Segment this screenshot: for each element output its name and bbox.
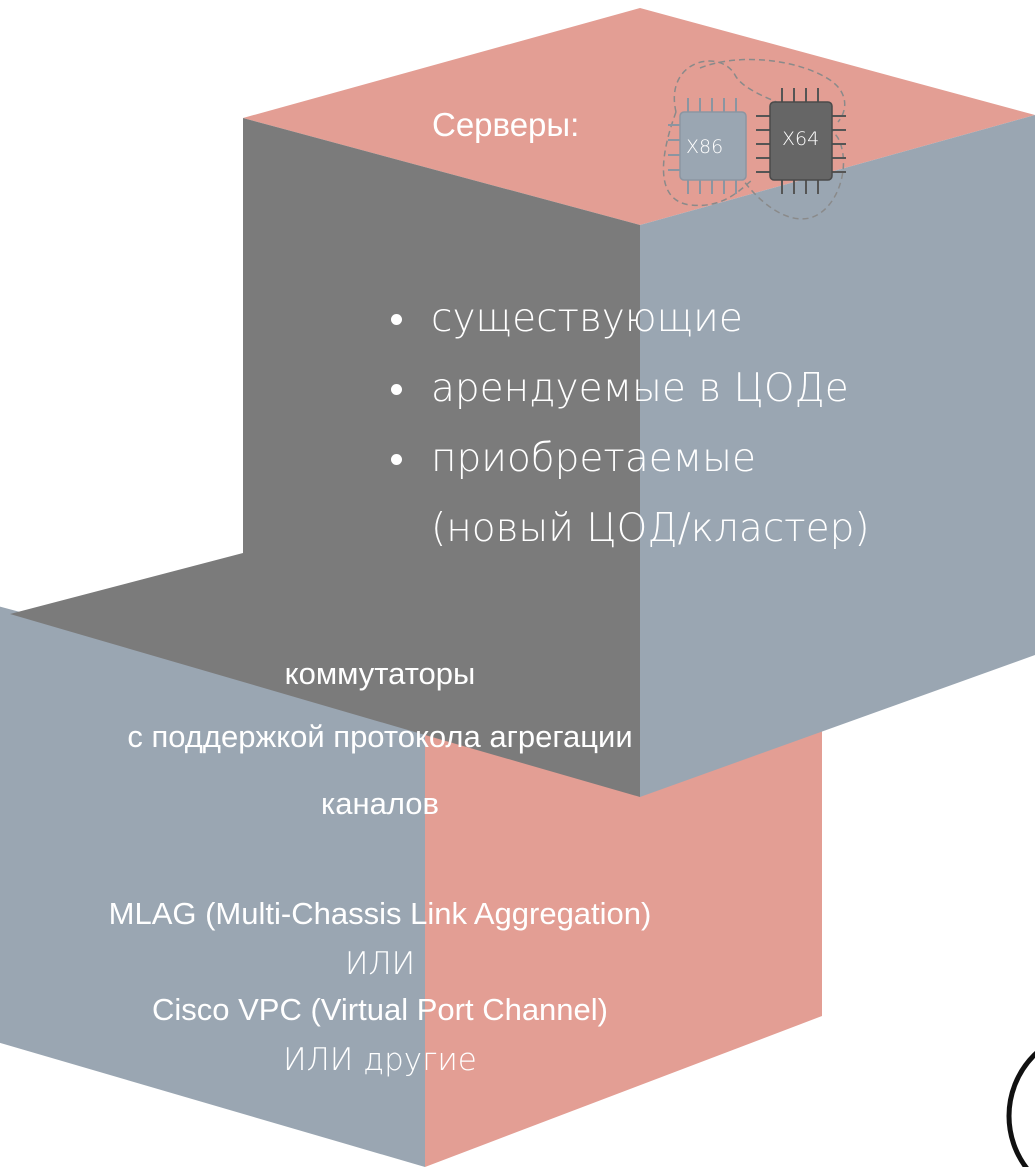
server-type-item: существующие [383,284,870,354]
cisco-vpc-label: Cisco VPC (Virtual Port Channel) [152,992,608,1027]
bullet-dot-icon [391,454,402,465]
chip-x86-label: X86 [686,136,724,158]
switches-line-3: каналов [321,786,439,821]
chip-orbit [662,58,846,220]
chip-x64-icon [756,88,846,194]
bullet-dot-icon [391,384,402,395]
server-type-item: приобретаемые [383,424,870,494]
corner-circle [1006,1050,1035,1167]
or-separator-1: ИЛИ [344,946,416,982]
chip-x86-icon [668,98,747,194]
bottom-cube-left-face [0,606,425,1167]
top-cube-right-face [640,115,1035,797]
or-others-label: ИЛИ другие [283,1042,477,1078]
switches-line-1: коммутаторы [284,656,476,691]
server-type-item: арендуемые в ЦОДе [383,354,870,424]
mlag-label: MLAG (Multi-Chassis Link Aggregation) [108,896,652,931]
switches-line-2: с поддержкой протокола агрегации [127,719,633,754]
bullet-dot-icon [391,314,402,325]
server-type-item-continuation: (новый ЦОД/кластер) [431,506,870,551]
top-cube-top-face [243,8,1035,225]
top-cube-left-face [10,118,640,797]
servers-title: Серверы: [432,106,580,143]
chip-x64-label: X64 [782,128,820,150]
server-type-list: существующие арендуемые в ЦОДе приобрета… [383,284,870,564]
